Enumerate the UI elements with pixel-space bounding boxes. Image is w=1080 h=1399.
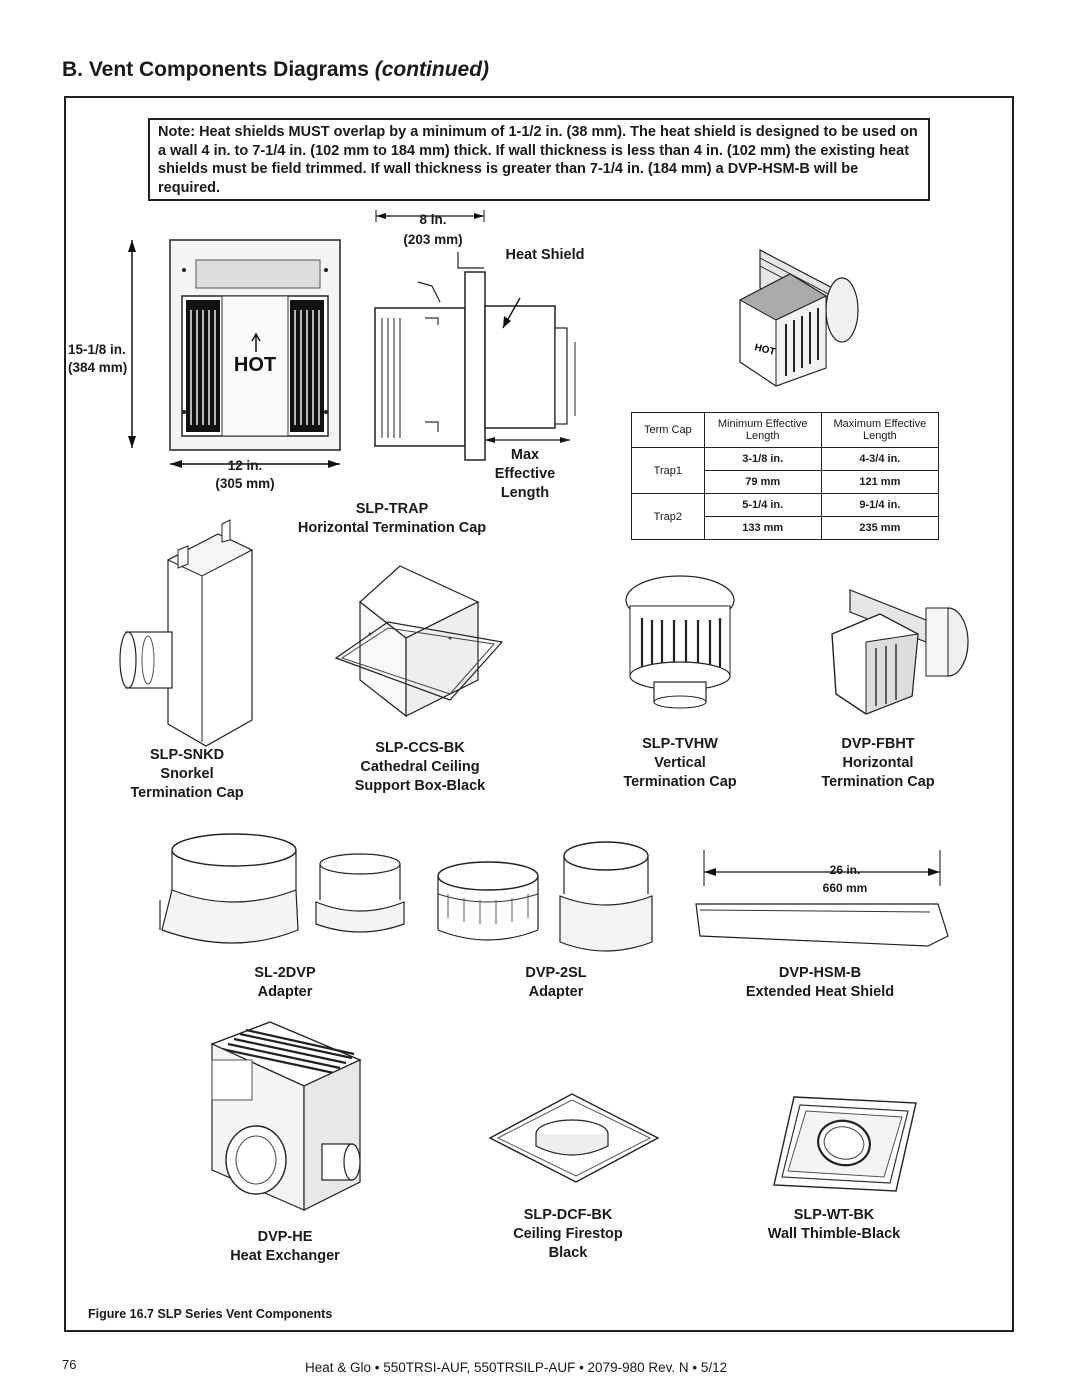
trap-width-dim: 12 in. (305 mm) bbox=[195, 457, 295, 493]
row-trap2-min-in: 5-1/4 in. bbox=[703, 493, 822, 517]
slp-dcf-bk-line1: Ceiling Firestop bbox=[513, 1226, 623, 1242]
sl-2dvp-illustration bbox=[159, 833, 405, 944]
header-min-length: Minimum Effective Length bbox=[703, 412, 822, 448]
trap-width-mm: (305 mm) bbox=[215, 476, 275, 491]
dvp-2sl-illustration bbox=[437, 841, 653, 952]
trap-width-in: 12 in. bbox=[227, 458, 263, 473]
figure-caption: Figure 16.7 SLP Series Vent Components bbox=[88, 1307, 333, 1321]
slp-wt-bk-illustration bbox=[773, 1096, 917, 1192]
dvp-hsm-b-code: DVP-HSM-B bbox=[778, 965, 862, 981]
heading-continued: (continued) bbox=[374, 58, 490, 81]
dvp-2sl-label: DVP-2SL Adapter bbox=[476, 964, 636, 1002]
slp-ccs-bk-label: SLP-CCS-BK Cathedral Ceiling Support Box… bbox=[335, 739, 505, 796]
row-trap1-min-in: 3-1/8 in. bbox=[703, 447, 822, 471]
slp-tvhw-line1: Vertical bbox=[654, 755, 706, 771]
row-trap1-cap: Trap1 bbox=[631, 447, 705, 494]
slp-trap-name: Horizontal Termination Cap bbox=[297, 520, 487, 536]
slp-wt-bk-line1: Wall Thimble-Black bbox=[767, 1226, 901, 1242]
slp-ccs-bk-line2: Support Box-Black bbox=[354, 778, 486, 794]
table-header-row: Term Cap Minimum Effective Length Maximu… bbox=[631, 412, 940, 448]
figure-frame bbox=[64, 96, 1014, 1332]
table-row: Trap2 5-1/4 in. 9-1/4 in. bbox=[631, 493, 940, 540]
dvp-hsm-b-line1: Extended Heat Shield bbox=[745, 984, 895, 1000]
dvp-he-label: DVP-HE Heat Exchanger bbox=[205, 1228, 365, 1266]
header-term-cap: Term Cap bbox=[631, 412, 705, 448]
slp-tvhw-illustration bbox=[625, 575, 735, 709]
max-effective-length-label: Max Effective Length bbox=[494, 447, 556, 501]
trap-height-dim: 15-1/8 in. (384 mm) bbox=[68, 341, 132, 377]
trap-height-mm: (384 mm) bbox=[68, 360, 128, 375]
term-cap-table: Term Cap Minimum Effective Length Maximu… bbox=[631, 412, 940, 540]
heat-shield-note: Note: Heat shields MUST overlap by a min… bbox=[148, 118, 930, 201]
trap-depth-mm: (203 mm) bbox=[403, 232, 463, 247]
hsm-dim: 26 in. 660 mm bbox=[795, 861, 895, 897]
row-trap2-max-mm: 235 mm bbox=[820, 516, 940, 540]
hsm-dim-mm: 660 mm bbox=[822, 881, 868, 895]
slp-dcf-bk-illustration bbox=[488, 1093, 660, 1183]
dvp-fbht-illustration bbox=[831, 589, 969, 715]
dvp-he-illustration bbox=[210, 1021, 362, 1211]
slp-wt-bk-label: SLP-WT-BK Wall Thimble-Black bbox=[744, 1206, 924, 1244]
row-trap2-max-in: 9-1/4 in. bbox=[820, 493, 940, 517]
slp-snkd-label: SLP-SNKD Snorkel Termination Cap bbox=[112, 746, 262, 803]
svg-text:HOT: HOT bbox=[753, 342, 776, 358]
row-trap1-min-mm: 79 mm bbox=[703, 470, 822, 494]
dvp-fbht-line1: Horizontal bbox=[842, 755, 914, 771]
dvp-fbht-line2: Termination Cap bbox=[821, 774, 935, 790]
row-trap2-cap: Trap2 bbox=[631, 493, 705, 540]
slp-dcf-bk-code: SLP-DCF-BK bbox=[523, 1207, 613, 1223]
slp-trap-label: SLP-TRAP Horizontal Termination Cap bbox=[262, 500, 522, 538]
dvp-2sl-code: DVP-2SL bbox=[525, 965, 587, 981]
sl-2dvp-code: SL-2DVP bbox=[254, 965, 316, 981]
slp-tvhw-code: SLP-TVHW bbox=[642, 736, 718, 752]
trap-height-in: 15-1/8 in. bbox=[68, 342, 126, 357]
row-trap1-max-mm: 121 mm bbox=[820, 470, 940, 494]
slp-snkd-line1: Snorkel bbox=[160, 766, 214, 782]
heat-shield-label: Heat Shield bbox=[505, 247, 585, 263]
slp-trap-code: SLP-TRAP bbox=[355, 501, 429, 517]
hot-label: HOT bbox=[234, 354, 276, 376]
slp-dcf-bk-line2: Black bbox=[548, 1245, 588, 1261]
slp-ccs-bk-code: SLP-CCS-BK bbox=[375, 740, 465, 756]
slp-snkd-line2: Termination Cap bbox=[130, 785, 244, 801]
section-heading: B. Vent Components Diagrams (continued) bbox=[62, 58, 489, 82]
dvp-he-code: DVP-HE bbox=[257, 1229, 313, 1245]
dvp-he-line1: Heat Exchanger bbox=[230, 1248, 340, 1264]
table-row: 79 mm 121 mm bbox=[632, 470, 940, 494]
page-footer: Heat & Glo • 550TRSI-AUF, 550TRSILP-AUF … bbox=[305, 1360, 728, 1375]
dvp-hsm-b-illustration bbox=[695, 850, 949, 947]
sl-2dvp-line1: Adapter bbox=[257, 984, 313, 1000]
hsm-dim-in: 26 in. bbox=[829, 863, 861, 877]
slp-tvhw-label: SLP-TVHW Vertical Termination Cap bbox=[600, 735, 760, 792]
slp-trap-front-illustration: HOT bbox=[128, 239, 341, 468]
trap-depth-in: 8 in. bbox=[419, 212, 447, 227]
header-max-length: Maximum Effective Length bbox=[820, 412, 940, 448]
page-number: 76 bbox=[62, 1357, 77, 1372]
slp-ccs-bk-line1: Cathedral Ceiling bbox=[360, 759, 480, 775]
trap-depth-dim: 8 in. (203 mm) bbox=[383, 211, 483, 249]
dvp-fbht-label: DVP-FBHT Horizontal Termination Cap bbox=[798, 735, 958, 792]
slp-tvhw-line2: Termination Cap bbox=[623, 774, 737, 790]
dvp-2sl-line1: Adapter bbox=[528, 984, 584, 1000]
sl-2dvp-label: SL-2DVP Adapter bbox=[205, 964, 365, 1002]
slp-trap-side-illustration bbox=[374, 210, 576, 461]
row-trap1-max-in: 4-3/4 in. bbox=[820, 447, 940, 471]
dvp-hsm-b-label: DVP-HSM-B Extended Heat Shield bbox=[730, 964, 910, 1002]
slp-snkd-illustration bbox=[119, 519, 254, 747]
slp-ccs-bk-illustration bbox=[334, 565, 504, 718]
table-row: Trap1 3-1/8 in. 4-3/4 in. bbox=[631, 447, 940, 494]
table-row: 133 mm 235 mm bbox=[632, 516, 940, 540]
row-trap2-min-mm: 133 mm bbox=[703, 516, 822, 540]
slp-wt-bk-code: SLP-WT-BK bbox=[793, 1207, 875, 1223]
slp-trap-3d-illustration: HOT bbox=[738, 249, 859, 387]
slp-dcf-bk-label: SLP-DCF-BK Ceiling Firestop Black bbox=[488, 1206, 648, 1263]
dvp-fbht-code: DVP-FBHT bbox=[841, 736, 915, 752]
slp-snkd-code: SLP-SNKD bbox=[149, 747, 225, 763]
heading-text: B. Vent Components Diagrams bbox=[62, 58, 375, 81]
